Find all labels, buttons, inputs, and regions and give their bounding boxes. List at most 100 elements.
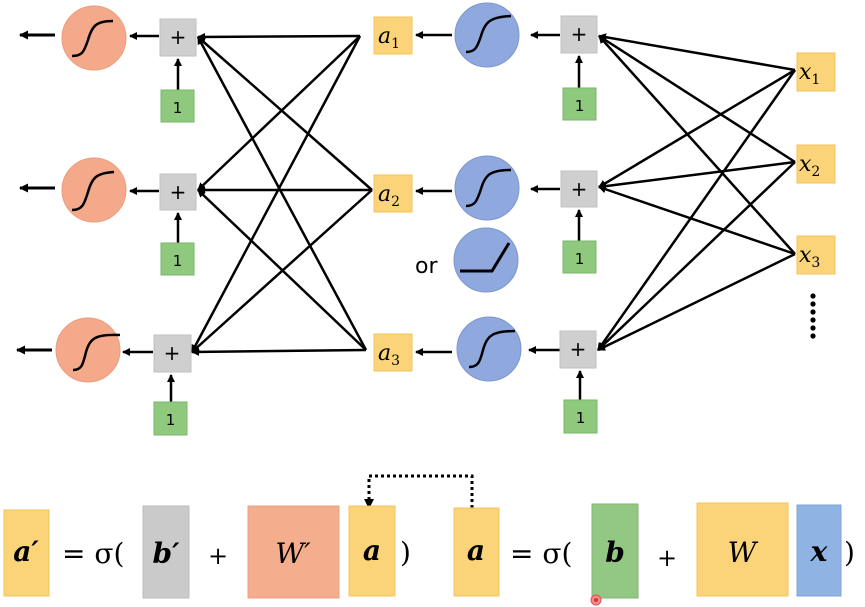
input-layer: x1 x2 x3 — [796, 52, 836, 339]
more-inputs-ellipsis — [810, 293, 816, 339]
svg-text:x3: x3 — [799, 243, 820, 271]
hidden-bias-1: 1 — [562, 87, 597, 121]
connections — [190, 32, 797, 356]
input-to-hidden-edge-2-to-1 — [598, 34, 796, 164]
dotted-connector — [367, 474, 474, 508]
a-output-label: a — [467, 534, 485, 567]
hidden-sum-node-2: + — [560, 170, 598, 208]
sigmoid-icon — [72, 333, 121, 372]
output-bias-3: 1 — [153, 401, 188, 436]
svg-text:a2: a2 — [378, 182, 400, 210]
b-label: b — [605, 536, 625, 569]
output-sum-node-3: + — [153, 334, 192, 373]
svg-text:a1: a1 — [378, 24, 400, 52]
sigmoid-icon — [465, 168, 512, 208]
var-sub: 3 — [391, 353, 400, 369]
input-to-hidden-edge-2-to-3 — [597, 161, 796, 351]
output-bias-1: 1 — [160, 89, 195, 123]
equals-sigma: = σ( — [62, 537, 124, 570]
input-to-hidden-edge-1-to-1 — [598, 33, 796, 72]
input-x3: x3 — [796, 235, 836, 275]
var-base: a — [378, 182, 391, 207]
b-prime-box — [142, 505, 190, 599]
output-layer: + + + 1 1 1 — [16, 5, 197, 436]
hidden-values: a1 a2 a3 — [373, 16, 452, 372]
svg-text:x1: x1 — [799, 60, 820, 88]
hidden-to-output-edge-3-to-1 — [196, 36, 368, 351]
close-paren: ) — [844, 536, 855, 569]
plus-sign: + — [657, 544, 677, 572]
bias-label: 1 — [173, 252, 183, 270]
a-input-box — [348, 505, 396, 597]
hidden-neuron-3 — [456, 316, 522, 382]
bias-label: 1 — [575, 250, 585, 268]
bias-label: 1 — [575, 97, 585, 115]
var-base: a — [378, 24, 391, 49]
var-sub: 1 — [811, 72, 820, 88]
input-to-hidden-edge-3-to-2 — [598, 185, 796, 256]
var-base: x — [799, 152, 812, 177]
var-base: x — [799, 243, 812, 268]
dotted-connector-arrowhead — [364, 499, 374, 509]
plus-label: + — [170, 180, 187, 204]
plus-label: + — [571, 177, 588, 201]
input-x2: x2 — [796, 144, 836, 184]
var-base: x — [799, 60, 812, 85]
sigmoid-icon — [71, 170, 115, 212]
plus-label: + — [170, 25, 187, 49]
hidden-bias-3: 1 — [563, 399, 598, 434]
output-neuron-3 — [55, 317, 121, 383]
output-bias-2: 1 — [160, 242, 195, 276]
bias-label: 1 — [173, 99, 183, 117]
var-sub: 3 — [811, 255, 820, 271]
sigmoid-icon — [468, 329, 516, 369]
w-prime-label: W′ — [275, 537, 311, 570]
input-to-hidden-edge-3-to-1 — [598, 35, 796, 255]
hidden-to-output-edge-2-to-1 — [197, 36, 373, 191]
bias-label: 1 — [166, 411, 176, 429]
equals-sigma: = σ( — [510, 537, 572, 570]
w-prime-box — [247, 505, 340, 599]
b-box — [591, 503, 639, 599]
hidden-to-output-edge-1-to-1 — [197, 32, 361, 41]
plus-label: + — [164, 341, 181, 365]
hidden-to-output-edge-1-to-3 — [190, 35, 362, 353]
sigmoid-icon — [71, 19, 114, 58]
a-output-box — [453, 507, 500, 597]
hidden-neuron-1 — [454, 2, 520, 68]
hidden-neuron-2 — [454, 155, 520, 221]
hidden-layer: or + + + 1 — [415, 2, 598, 434]
var-sub: 2 — [391, 194, 400, 210]
bias-label: 1 — [576, 409, 586, 427]
svg-text:a3: a3 — [378, 341, 400, 369]
w-box — [696, 502, 789, 597]
input-to-hidden-edge-3-to-3 — [597, 252, 796, 352]
var-sub: 2 — [811, 164, 820, 180]
plus-sign: + — [208, 542, 228, 570]
hidden-to-output-edge-3-to-2 — [197, 189, 367, 351]
close-paren: ) — [400, 536, 411, 569]
b-prime-label: b′ — [153, 537, 181, 570]
input-to-hidden-edge-1-to-3 — [596, 69, 797, 351]
var-sub: 1 — [391, 36, 400, 52]
or-label: or — [415, 254, 438, 279]
plus-label: + — [570, 337, 587, 361]
input-x1: x1 — [796, 52, 836, 92]
hidden-sum-node-3: + — [559, 330, 597, 369]
hidden-sum-node-1: + — [560, 15, 598, 54]
sigmoid-icon — [465, 14, 512, 54]
hidden-value-a2: a2 — [373, 174, 413, 213]
a-prime-label: a′ — [13, 535, 39, 568]
equation-output-layer: a′ = σ( b′ + W′ a ) — [3, 505, 411, 599]
input-to-hidden-edge-1-to-2 — [598, 68, 796, 189]
hidden-to-output-edge-1-to-2 — [197, 35, 361, 191]
equation-hidden-layer: a = σ( b + W x ) — [453, 502, 855, 599]
hidden-value-a3: a3 — [373, 333, 413, 372]
w-label: W — [728, 536, 759, 569]
a-prime-box — [3, 509, 50, 597]
a-input-label: a — [363, 534, 381, 567]
hidden-to-output-edge-3-to-3 — [191, 347, 367, 356]
hidden-bias-2: 1 — [562, 240, 597, 274]
svg-text:x2: x2 — [799, 152, 820, 180]
